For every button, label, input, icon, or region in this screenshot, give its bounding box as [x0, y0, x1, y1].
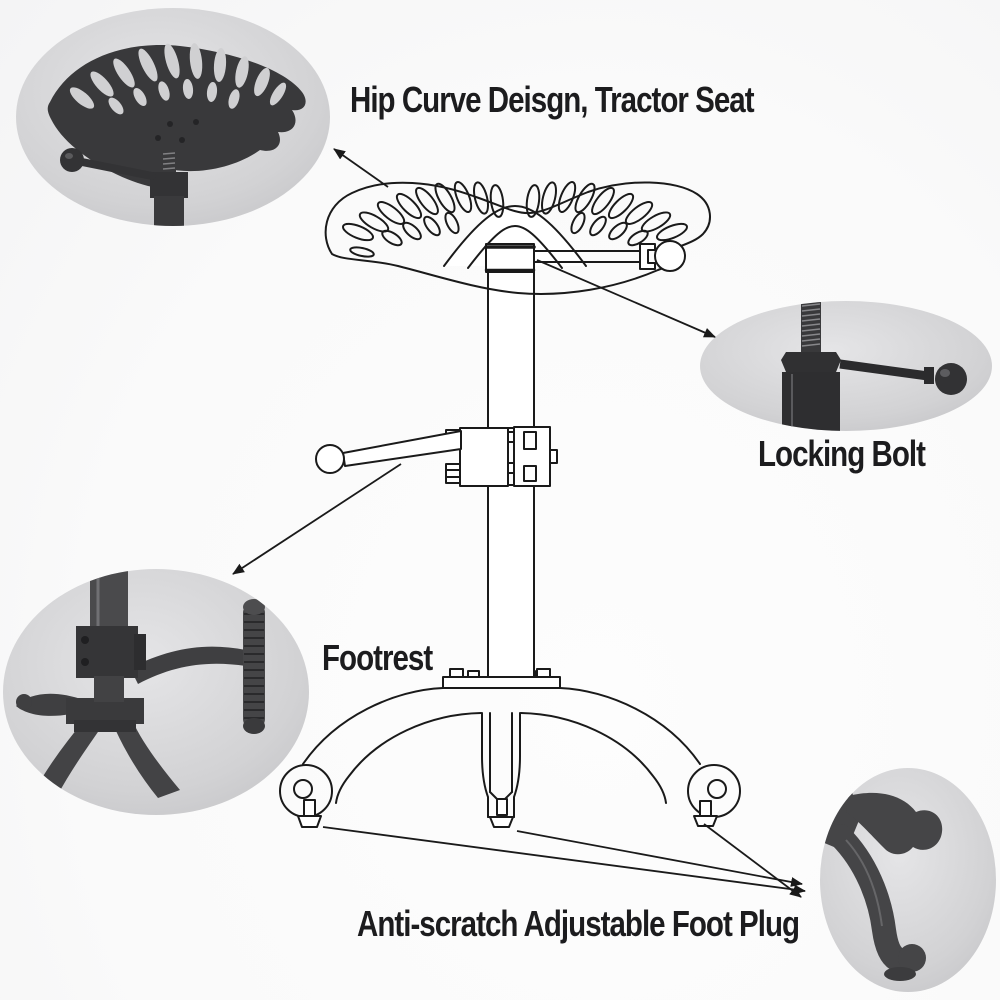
tractor-seat-photo [47, 43, 306, 226]
locking-bolt-photo-callout [700, 301, 992, 431]
annotation-arrows [232, 148, 806, 898]
locking-bolt-photo [781, 301, 967, 431]
foot-plug-label: Anti-scratch Adjustable Foot Plug [357, 903, 800, 944]
base-footrest-photo [16, 569, 265, 798]
locking-bolt-label: Locking Bolt [758, 433, 926, 474]
arrow-to-seat-photo [333, 148, 389, 188]
arrow-to-foot-plug-photo-1 [516, 830, 803, 887]
seat-feature-label: Hip Curve Deisgn, Tractor Seat [350, 79, 755, 120]
arrow-to-footrest-photo [232, 463, 402, 575]
foot-plug-photo [820, 792, 943, 981]
arrow-to-foot-plug-photo-2 [322, 826, 806, 895]
height-clamp [315, 426, 558, 487]
arrow-to-foot-plug-photo-3 [703, 823, 802, 898]
foot-plugs [297, 798, 718, 828]
arrow-to-locking-bolt-photo [536, 259, 716, 338]
footrest-photo-callout [3, 569, 309, 815]
foot-plug-photo-callout [820, 768, 996, 992]
stool-line-drawing [279, 180, 741, 828]
footrest-label: Footrest [322, 637, 433, 678]
seat-photo-callout [16, 8, 330, 226]
footrest-lever [315, 430, 462, 474]
locking-bolt-lever [484, 240, 686, 273]
base-legs [279, 687, 741, 818]
